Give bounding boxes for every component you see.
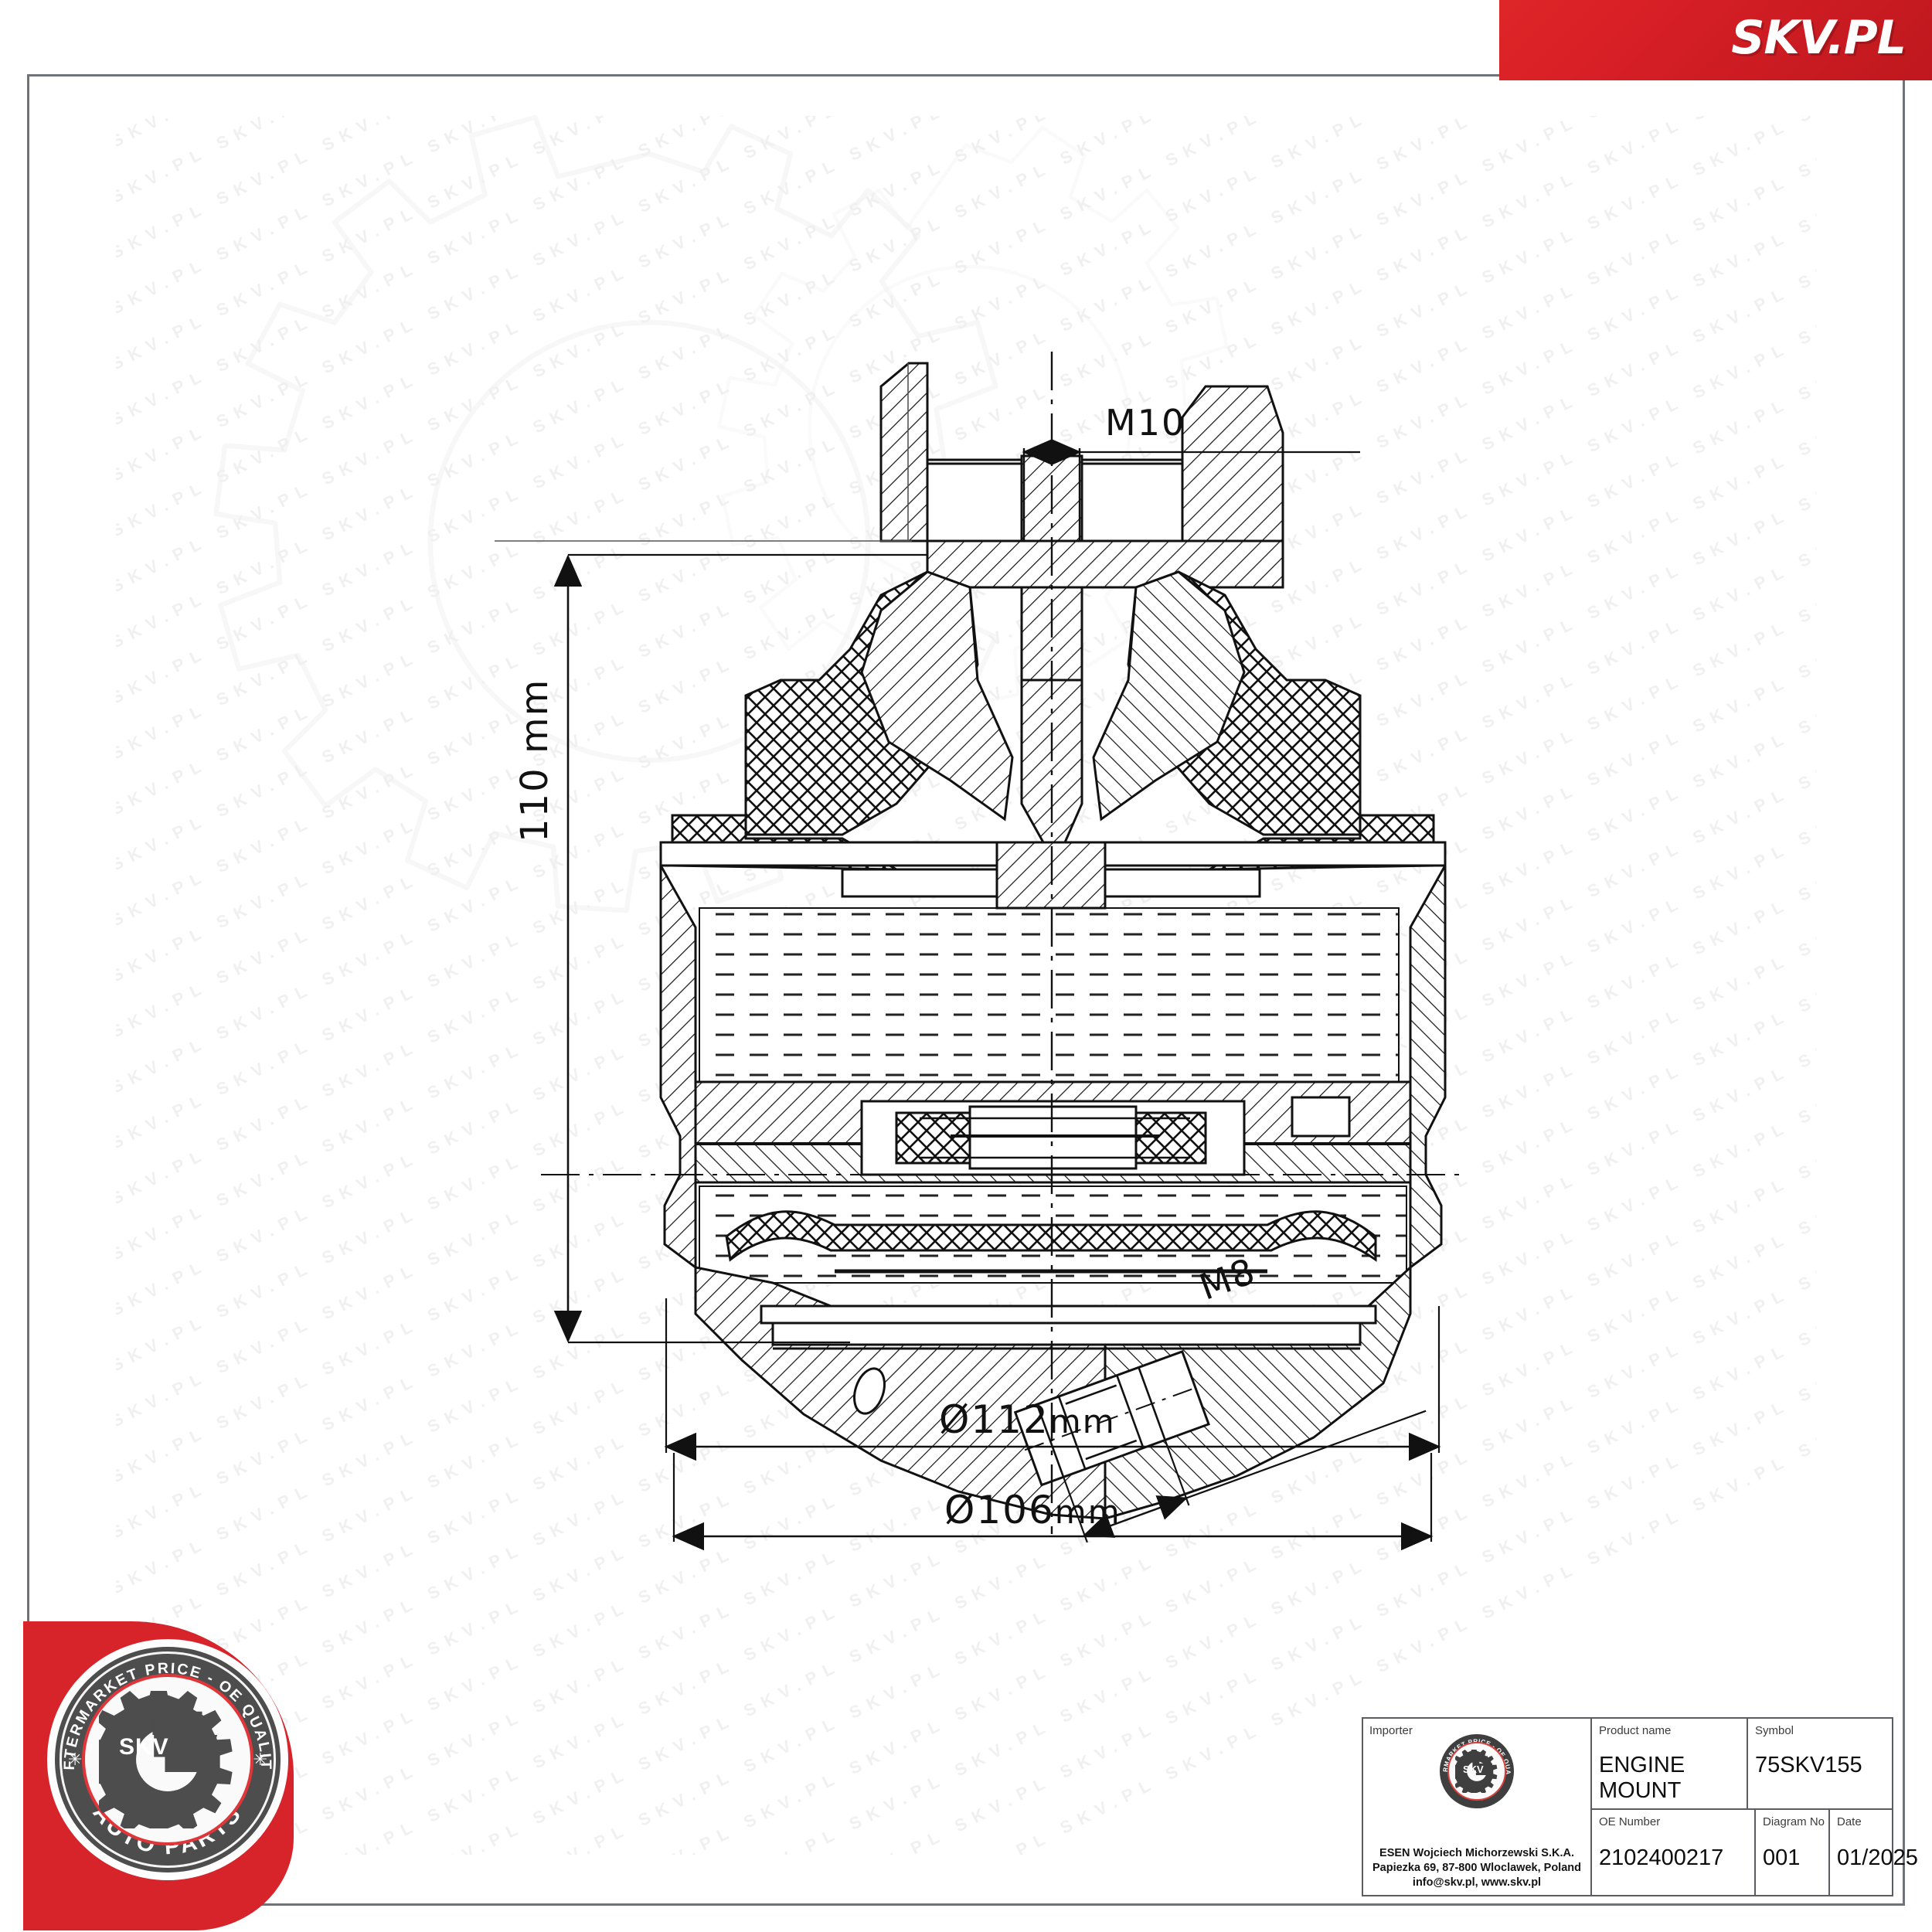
- title-block: Importer AFTERMARKET PRICE - OE QUALITY …: [1362, 1717, 1918, 1896]
- upper-bracket-left: [879, 362, 929, 543]
- badge-center-label: SKV: [119, 1734, 169, 1760]
- dimension-label-dia106: Ø106mm: [944, 1488, 1121, 1532]
- oe-number-cell: OE Number 2102400217: [1592, 1810, 1756, 1895]
- mini-badge: AFTERMARKET PRICE - OE QUALITY AUTO PART…: [1440, 1734, 1514, 1808]
- symbol-label: Symbol: [1755, 1724, 1794, 1737]
- dimension-label-dia112: Ø112mm: [939, 1397, 1116, 1442]
- product-name-label: Product name: [1599, 1724, 1672, 1737]
- dimension-label-height: 110 mm: [513, 678, 556, 842]
- dia106-unit: mm: [1054, 1493, 1121, 1531]
- title-block-row-product: Product name ENGINE MOUNT Symbol 75SKV15…: [1592, 1719, 1892, 1810]
- title-block-importer-cell: Importer AFTERMARKET PRICE - OE QUALITY …: [1363, 1719, 1592, 1895]
- mini-badge-gear-icon: [1451, 1747, 1498, 1798]
- title-block-fields: Product name ENGINE MOUNT Symbol 75SKV15…: [1592, 1719, 1918, 1895]
- oe-number-label: OE Number: [1599, 1815, 1661, 1828]
- dia112-unit: mm: [1049, 1403, 1116, 1440]
- importer-label: Importer: [1369, 1724, 1413, 1737]
- upper-bracket-right: [1181, 385, 1284, 543]
- badge-white-ring: [60, 1651, 276, 1868]
- dimension-label-m10: M10: [1105, 402, 1186, 444]
- badge-gear-icon: [99, 1691, 236, 1828]
- date-label: Date: [1837, 1815, 1862, 1828]
- skv-brand-banner: SKV.PL: [1499, 0, 1932, 80]
- brand-wordmark: SKV.PL: [1731, 11, 1906, 65]
- date-value: 01/2025: [1837, 1845, 1918, 1870]
- importer-company: ESEN Wojciech Michorzewski S.K.A.: [1379, 1847, 1574, 1859]
- symbol-value: 75SKV155: [1755, 1753, 1862, 1777]
- diagram-no-label: Diagram No: [1763, 1815, 1825, 1828]
- symbol-cell: Symbol 75SKV155: [1748, 1719, 1892, 1808]
- title-block-row-oe: OE Number 2102400217 Diagram No 001 Date…: [1592, 1810, 1918, 1895]
- date-cell: Date 01/2025: [1830, 1810, 1918, 1895]
- upper-fluid-chamber: [699, 908, 1399, 1082]
- product-name-value: ENGINE MOUNT: [1599, 1753, 1685, 1803]
- outer-can-right: [1409, 861, 1447, 1270]
- oe-number-value: 2102400217: [1599, 1845, 1724, 1870]
- dia106-value: Ø106: [944, 1488, 1055, 1532]
- mini-badge-center-label: SKV: [1463, 1764, 1484, 1775]
- badge-asterisk-right-icon: ✳: [253, 1750, 267, 1769]
- badge-circle: AFTERMARKET PRICE - OE QUALITY AUTO PART…: [51, 1643, 284, 1876]
- dia112-value: Ø112: [939, 1397, 1049, 1442]
- sheet-border: [27, 74, 1905, 1906]
- importer-address-block: ESEN Wojciech Michorzewski S.K.A. Papiez…: [1363, 1846, 1590, 1890]
- importer-contact: info@skv.pl, www.skv.pl: [1412, 1876, 1542, 1889]
- badge-asterisk-left-icon: ✳: [68, 1750, 83, 1769]
- banner-swoosh-shape: [1499, 0, 1932, 80]
- diagram-no-value: 001: [1763, 1845, 1801, 1870]
- diagram-no-cell: Diagram No 001: [1756, 1810, 1830, 1895]
- importer-street: Papiezka 69, 87-800 Wloclawek, Poland: [1372, 1862, 1581, 1874]
- outer-can-left: [659, 861, 697, 1270]
- importer-logo: AFTERMARKET PRICE - OE QUALITY AUTO PART…: [1440, 1734, 1514, 1808]
- skv-quality-badge: AFTERMARKET PRICE - OE QUALITY AUTO PART…: [23, 1621, 317, 1930]
- product-name-cell: Product name ENGINE MOUNT: [1592, 1719, 1748, 1808]
